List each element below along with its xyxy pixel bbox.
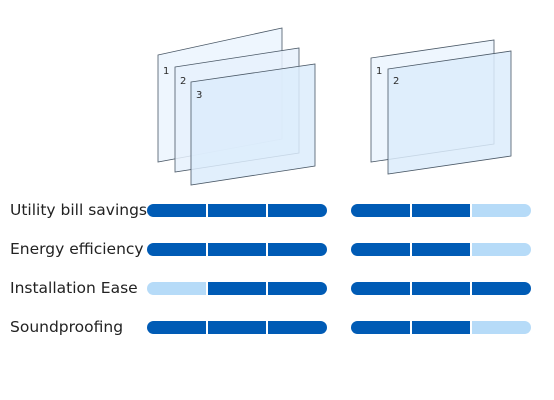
triple-pane-rating-meter [147,243,327,256]
rating-segment-filled [266,204,327,217]
rating-segment-filled [205,204,267,217]
rating-segment-filled [470,282,531,295]
rating-row-soundproofing: Soundproofing [0,317,554,337]
glass-pane [190,63,316,186]
rating-segment-empty [147,282,206,295]
double-pane-rating-meter [351,204,531,217]
rating-segment-filled [409,204,471,217]
rating-segment-filled [266,282,327,295]
rating-segment-filled [351,204,410,217]
rating-segment-filled [205,321,267,334]
rating-row-installation-ease: Installation Ease [0,278,554,298]
triple-pane-rating-meter [147,282,327,295]
rating-segment-filled [266,321,327,334]
double-pane-rating-meter [351,282,531,295]
rating-segment-filled [205,243,267,256]
triple-pane-window: 1 2 3 [157,27,316,186]
rating-segment-filled [266,243,327,256]
pane-number: 2 [393,76,399,87]
triple-pane-rating-meter [147,204,327,217]
rating-label: Installation Ease [10,279,138,297]
double-pane-rating-meter [351,243,531,256]
rating-label: Energy efficiency [10,240,144,258]
pane-number: 1 [163,66,169,77]
rating-segment-filled [147,204,206,217]
window-pane-illustration: 1 2 3 1 2 [157,27,512,186]
rating-segment-filled [147,243,206,256]
rating-segment-empty [470,204,531,217]
rating-label: Utility bill savings [10,201,147,219]
rating-label: Soundproofing [10,318,124,336]
rating-segment-filled [409,243,471,256]
rating-segment-filled [351,282,410,295]
rating-segment-filled [147,321,206,334]
rating-segment-empty [470,243,531,256]
rating-segment-filled [205,282,267,295]
double-pane-rating-meter [351,321,531,334]
triple-pane-rating-meter [147,321,327,334]
pane-number: 1 [376,66,382,77]
rating-row-utility-bill-savings: Utility bill savings [0,200,554,220]
glass-pane [387,50,512,175]
rating-segment-filled [409,321,471,334]
pane-number: 2 [180,76,186,87]
rating-segment-filled [351,321,410,334]
rating-segment-filled [409,282,471,295]
pane-number: 3 [196,90,202,101]
double-pane-window: 1 2 [370,39,512,175]
rating-segment-empty [470,321,531,334]
rating-segment-filled [351,243,410,256]
rating-row-energy-efficiency: Energy efficiency [0,239,554,259]
